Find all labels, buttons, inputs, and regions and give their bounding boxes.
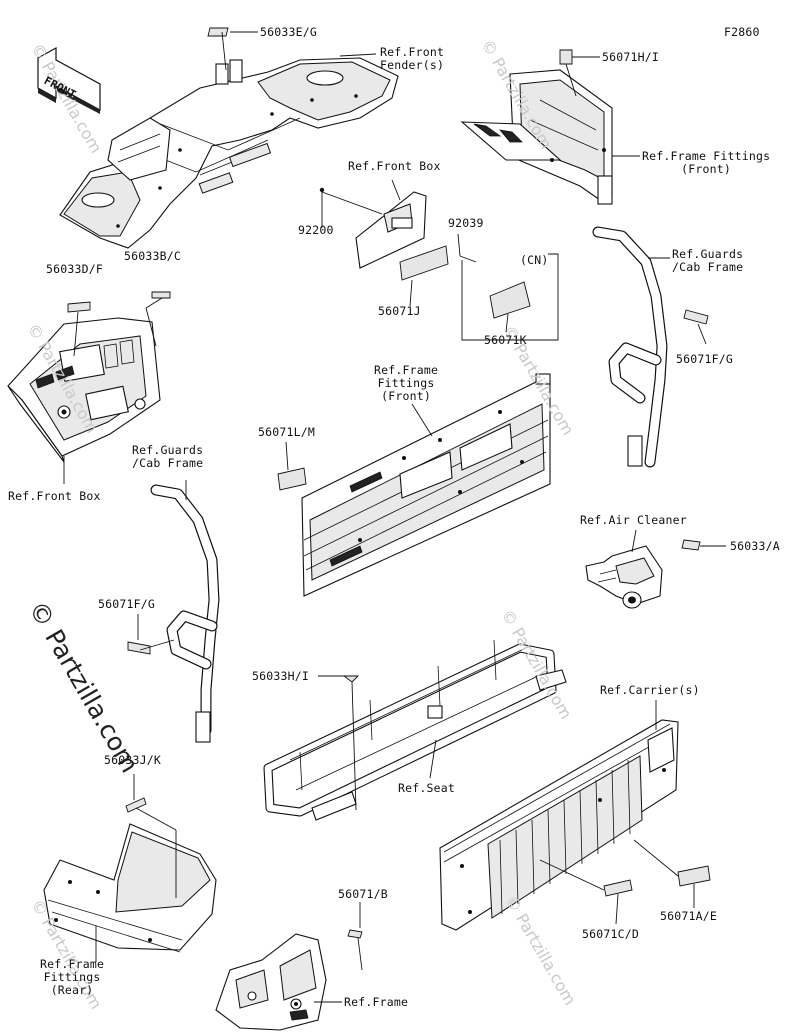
frame-bracket xyxy=(215,933,342,1031)
label-ref-air-cleaner: Ref.Air Cleaner xyxy=(580,513,687,527)
label-ref-frame-fittings-front-top: Ref.Frame Fittings (Front) xyxy=(642,149,771,176)
decal-56071H-I xyxy=(559,49,600,97)
decal-56071L-M xyxy=(277,441,307,491)
label-56071-B: 56071/B xyxy=(338,887,388,901)
label-56071L-M: 56071L/M xyxy=(258,425,315,439)
front-floor-assembly xyxy=(59,57,399,249)
decal-56033D-F xyxy=(67,301,91,357)
label-ref-guards-cab-right: Ref.Guards /Cab Frame xyxy=(672,247,744,274)
label-92200: 92200 xyxy=(298,223,334,237)
frame-fittings-front-top xyxy=(460,69,613,205)
label-56071H-I: 56071H/I xyxy=(602,50,659,64)
decal-56071C-D xyxy=(539,859,633,925)
decal-56071-B xyxy=(347,902,363,971)
decal-56033B-C xyxy=(145,291,171,347)
decal-56071A-E xyxy=(633,839,711,908)
decal-56071F-G-left xyxy=(127,614,175,655)
label-ref-front-box-left: Ref.Front Box xyxy=(8,489,101,503)
label-cn: (CN) xyxy=(520,253,549,267)
frame-fittings-rear xyxy=(43,823,217,962)
label-56071F-G-right: 56071F/G xyxy=(676,352,733,366)
label-92039: 92039 xyxy=(448,216,484,230)
decal-56071F-G-right xyxy=(683,309,709,345)
label-56033H-I: 56033H/I xyxy=(252,669,309,683)
label-56033-A: 56033/A xyxy=(730,539,780,553)
label-ref-frame-fittings-front-mid: Ref.Frame Fittings (Front) xyxy=(374,363,439,403)
decal-56033-A xyxy=(681,539,726,551)
label-56033J-K: 56033J/K xyxy=(104,753,161,767)
label-ref-frame: Ref.Frame xyxy=(344,995,409,1009)
figure-id: F2860 xyxy=(724,25,760,39)
decal-56033H-I xyxy=(318,675,360,811)
decal-56071J xyxy=(399,245,449,307)
label-56071K: 56071K xyxy=(484,333,527,347)
rear-carrier xyxy=(439,700,679,931)
label-ref-guards-cab-left: Ref.Guards /Cab Frame xyxy=(132,443,204,470)
front-box-dash xyxy=(7,317,161,484)
label-56033E-G: 56033E/G xyxy=(260,25,317,39)
guard-cab-frame-right xyxy=(592,226,670,468)
label-56071F-G-left: 56071F/G xyxy=(98,597,155,611)
label-ref-carriers: Ref.Carrier(s) xyxy=(600,683,700,697)
label-ref-front-box-top: Ref.Front Box xyxy=(348,159,441,173)
front-box-lid xyxy=(319,179,477,269)
decal-56071K-cn-box xyxy=(461,253,559,341)
label-56071C-D: 56071C/D xyxy=(582,927,639,941)
decal-56033E-G xyxy=(207,27,258,71)
label-56071J: 56071J xyxy=(378,304,421,318)
frame-fittings-front-panel xyxy=(301,373,551,597)
front-arrow-icon xyxy=(37,46,101,114)
decal-56033J-K xyxy=(125,774,177,898)
label-56033D-F: 56033D/F xyxy=(46,262,103,276)
label-56071A-E: 56071A/E xyxy=(660,909,717,923)
label-ref-frame-fittings-rear: Ref.Frame Fittings (Rear) xyxy=(40,957,105,997)
air-cleaner xyxy=(585,529,663,609)
label-ref-seat: Ref.Seat xyxy=(398,781,455,795)
label-ref-front-fender: Ref.Front Fender(s) xyxy=(380,45,445,72)
label-56033B-C: 56033B/C xyxy=(124,249,181,263)
guard-cab-frame-left xyxy=(150,480,220,743)
